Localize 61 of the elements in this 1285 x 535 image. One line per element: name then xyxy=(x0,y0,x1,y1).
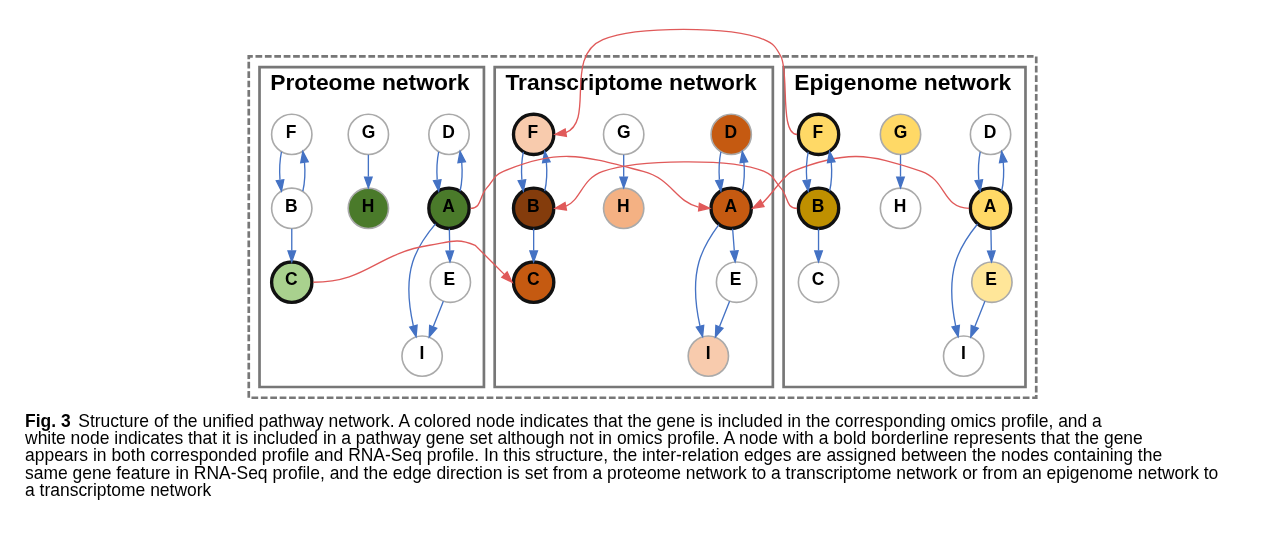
arrow xyxy=(826,149,836,192)
arrow xyxy=(714,150,725,193)
node-circle: I xyxy=(401,334,444,377)
node-circle: A xyxy=(968,185,1013,230)
node-circle: C xyxy=(797,260,840,303)
caption: Fig. 3 Structure of the unified pathway network. A colored node indicates that the gene is included in the corresponding omics profile, and a white node indicates that it is included in a pathway gene set although not in omics profile. A node with a bold borderline represents that the gene appears in both corresponded profile and RNA-Seq profile. In this structure, the inter-relation edges are assigned between the nodes containing the same gene feature in RNA-Seq profile, and the edge direction is set from a proteome network to a transcriptome network or from an epigenome network to a transcriptome network xyxy=(25,410,1219,500)
node-circle: H xyxy=(602,186,645,229)
node-circle: B xyxy=(511,185,556,230)
node-circle: E xyxy=(429,260,472,303)
arrow xyxy=(970,300,986,339)
node-circle: F xyxy=(270,112,313,155)
node-circle: D xyxy=(428,112,470,155)
node-circle: D xyxy=(969,112,1012,155)
arrow xyxy=(553,160,798,211)
arrow xyxy=(445,227,455,264)
arrow xyxy=(998,149,1008,192)
arrow xyxy=(432,150,442,193)
node-circle: F xyxy=(511,112,556,156)
cluster xyxy=(247,54,1038,399)
arrow xyxy=(541,149,552,192)
node-circle: I xyxy=(687,334,730,377)
arrow xyxy=(275,150,285,193)
arrow xyxy=(517,150,527,193)
arrow xyxy=(802,150,812,193)
arrow xyxy=(528,227,539,264)
arrow xyxy=(312,239,514,284)
node-circle: C xyxy=(269,259,314,304)
arrow xyxy=(951,222,979,339)
node-circle: D xyxy=(710,112,753,155)
arrow xyxy=(553,28,798,137)
node-circle: H xyxy=(347,186,390,229)
node-circle: G xyxy=(347,112,390,155)
arrow xyxy=(694,223,720,339)
arrow xyxy=(457,149,467,192)
arrow xyxy=(750,155,970,209)
node-circle: B xyxy=(270,186,313,229)
node-circle: G xyxy=(879,112,922,155)
node-circle: A xyxy=(709,185,754,230)
node-circle: F xyxy=(796,112,841,156)
arrow xyxy=(895,153,906,190)
node-circle: C xyxy=(511,259,556,304)
arrow xyxy=(287,227,297,264)
arrow xyxy=(299,149,310,192)
arrow xyxy=(618,153,629,190)
node-circle: B xyxy=(796,185,841,230)
arrow xyxy=(408,222,437,339)
arrow xyxy=(813,227,824,264)
arrow xyxy=(428,300,445,339)
node-circle: E xyxy=(970,260,1013,303)
arrow xyxy=(739,149,749,192)
arrow xyxy=(729,227,739,264)
node-circle: H xyxy=(879,186,922,229)
node-circle: E xyxy=(715,260,758,303)
node-circle: G xyxy=(602,112,645,155)
node-circle: I xyxy=(942,334,985,377)
arrow xyxy=(986,227,997,264)
arrow xyxy=(363,153,374,190)
arrow xyxy=(974,150,984,193)
node-circle: A xyxy=(427,185,471,230)
arrow xyxy=(469,155,712,212)
arrow xyxy=(714,300,731,339)
